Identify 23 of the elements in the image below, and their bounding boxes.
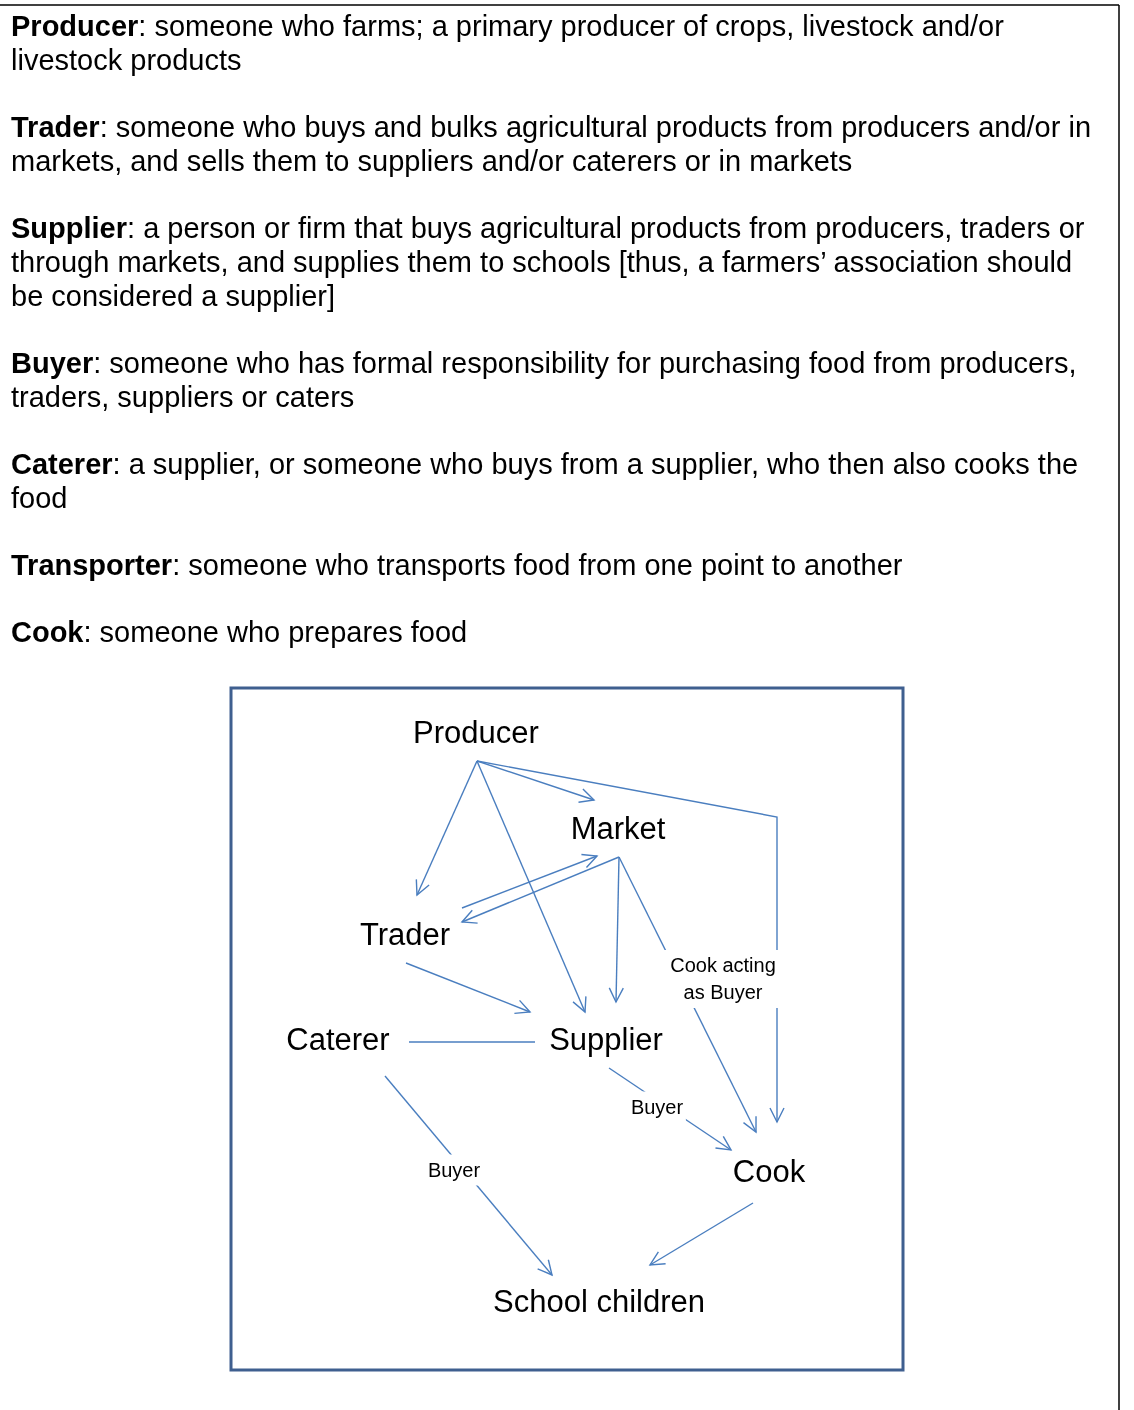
arrow [461,853,598,909]
node-label: Producer [413,715,539,751]
definition-text: Supplier: a person or firm that buys agricultural products from producers, traders or through markets, and supplies them to schools [thus, a farmers’ association should be considered a supplier] [11,211,1086,313]
arrow [608,856,624,1003]
node-label: Supplier [549,1022,663,1058]
node-label: School children [493,1284,705,1320]
node-label: Market [570,811,666,847]
arrow [476,760,785,1123]
arrow [405,962,531,1015]
definition-text: Caterer: a supplier, or someone who buys from a supplier, who then also cooks the food [11,447,1080,515]
definition-text: Transporter: someone who transports food from one point to another [11,548,904,582]
arrow [415,760,478,896]
node-label: Cook [732,1154,806,1190]
definition-text: Trader: someone who buys and bulks agricultural products from producers and/or in markets, and sells them to suppliers and/or caterers or in markets [11,110,1093,178]
arrow [476,760,595,803]
definition-text: Buyer: someone who has formal responsibility for purchasing food from producers, traders, suppliers or caters [11,346,1078,414]
definition-text: Producer: someone who farms; a primary producer of crops, livestock and/or livestock products [11,9,1005,77]
definition-text: Cook: someone who prepares food [11,615,469,649]
arrow [649,1202,754,1266]
arrow [461,856,620,924]
arrow [476,760,587,1013]
node-label: Trader [359,917,451,953]
node-label: Caterer [286,1022,390,1058]
